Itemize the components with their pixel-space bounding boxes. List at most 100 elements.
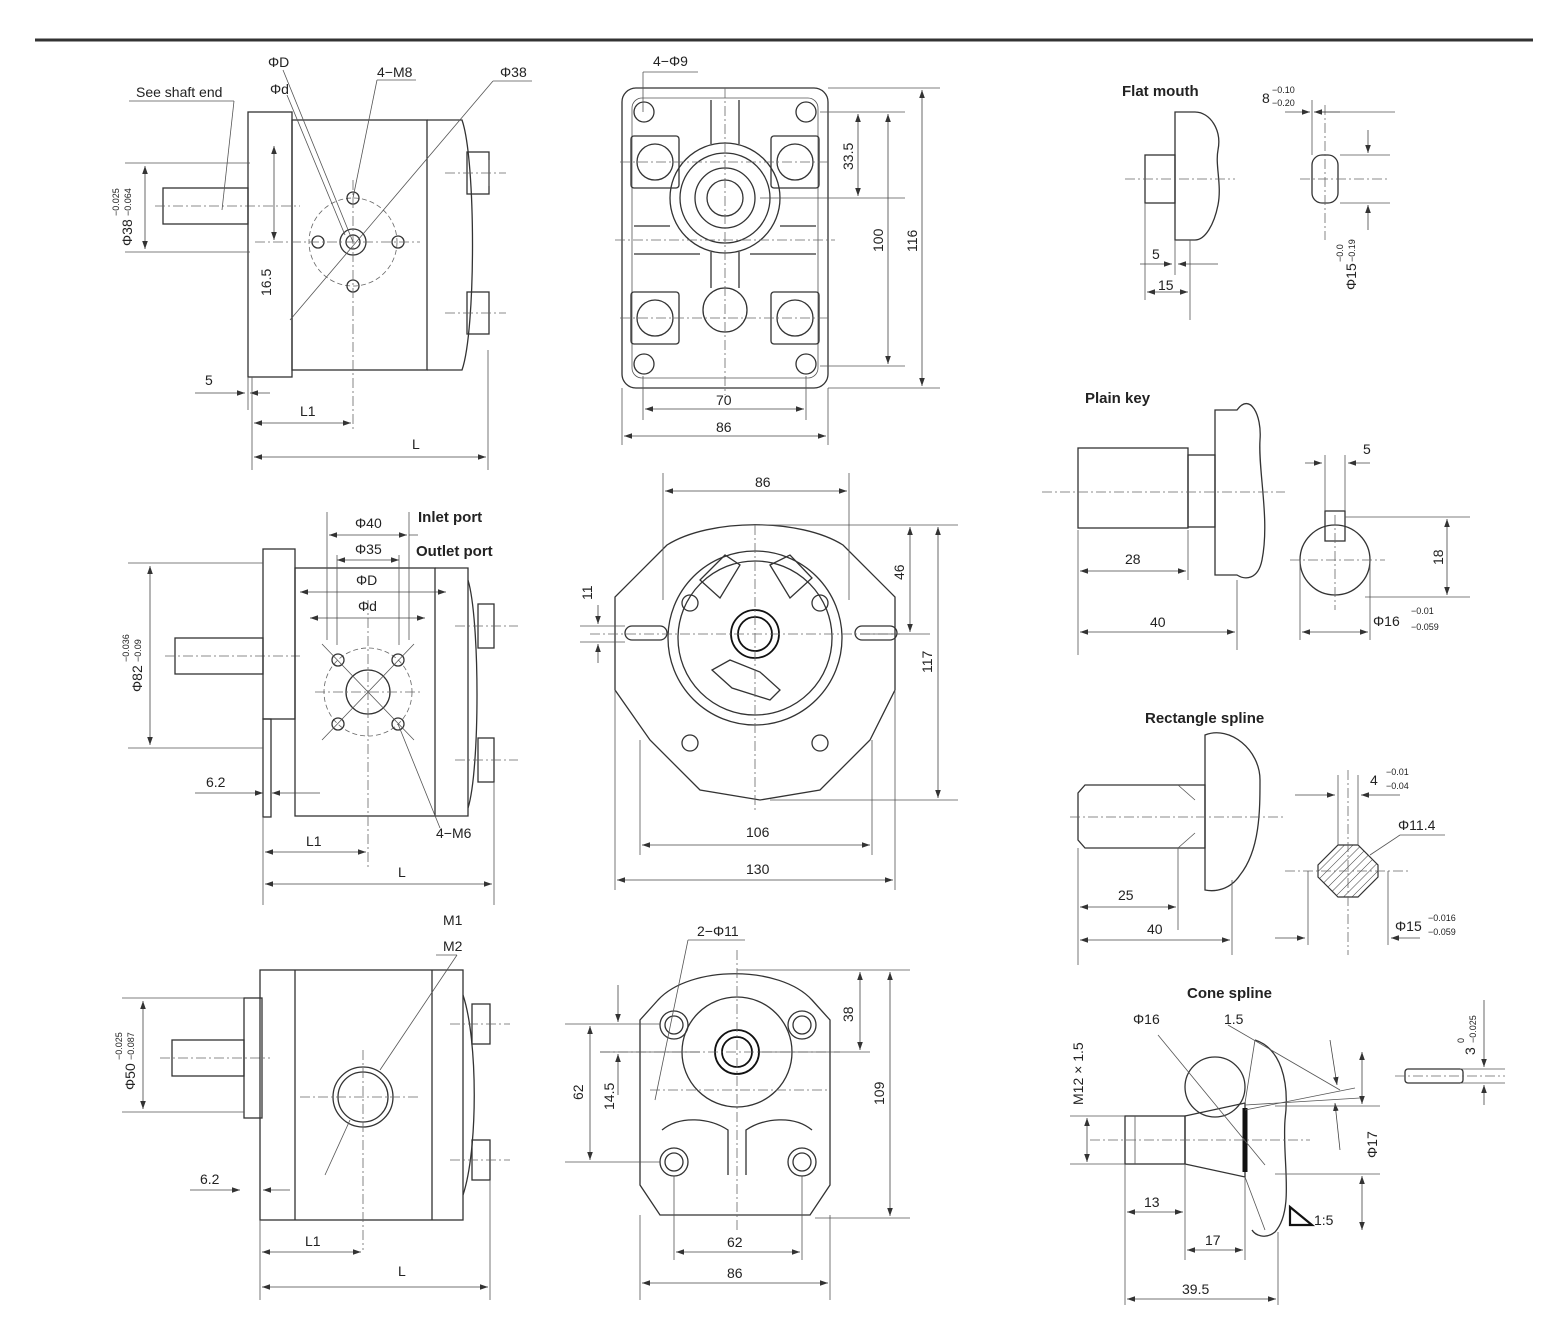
dim-16-5: 16.5 — [258, 269, 274, 296]
dim-8-tol-upper: −0.10 — [1272, 85, 1295, 95]
dim-116: 116 — [904, 229, 920, 252]
label-phi-40: Φ40 — [355, 515, 382, 531]
label-taper-1-5: 1:5 — [1314, 1212, 1334, 1228]
label-m1: M1 — [443, 912, 463, 928]
dim-1-5: 1.5 — [1224, 1011, 1244, 1027]
dim-39-5: 39.5 — [1182, 1281, 1209, 1297]
shaft-flat-mouth: Flat mouth 8 −0.10 −0.20 5 15 Φ15 −0.0 −… — [1122, 83, 1395, 320]
dim-8: 8 — [1262, 90, 1270, 106]
dim-5: 5 — [1363, 441, 1371, 457]
dim-40: 40 — [1150, 614, 1166, 630]
label-outlet-port: Outlet port — [416, 543, 493, 560]
dim-phi-16-tol-lower: −0.059 — [1411, 622, 1439, 632]
dim-L: L — [398, 1263, 406, 1279]
label-4-phi-9: 4−Φ9 — [653, 53, 688, 69]
dim-phi-15-tol-lower: −0.19 — [1347, 239, 1357, 262]
shaft-cone-spline-title: Cone spline — [1187, 985, 1272, 1002]
dim-18: 18 — [1430, 549, 1446, 565]
label-inlet-port: Inlet port — [418, 509, 482, 526]
dim-phi-15-tol-lower: −0.059 — [1428, 927, 1456, 937]
shaft-plain-key-title: Plain key — [1085, 390, 1151, 407]
dim-3-tol-lower: −0.025 — [1468, 1015, 1478, 1043]
dim-6-2: 6.2 — [206, 774, 226, 790]
dim-70: 70 — [716, 392, 732, 408]
dim-4: 4 — [1370, 772, 1378, 788]
dim-13: 13 — [1144, 1194, 1160, 1210]
dim-46: 46 — [891, 564, 907, 580]
dim-86: 86 — [755, 474, 771, 490]
dim-6-2: 6.2 — [200, 1171, 220, 1187]
dim-8-tol-lower: −0.20 — [1272, 98, 1295, 108]
dim-15: 15 — [1158, 277, 1174, 293]
dim-28: 28 — [1125, 551, 1141, 567]
dim-14-5: 14.5 — [601, 1083, 617, 1110]
dim-4-tol-upper: −0.01 — [1386, 767, 1409, 777]
dim-phi-16-tol-upper: −0.01 — [1411, 606, 1434, 616]
label-phi-D: ΦD — [268, 54, 289, 70]
dim-dia-82-tol-upper: −0.036 — [121, 634, 131, 662]
shaft-rectangle-spline: Rectangle spline 4 −0.01 −0.04 Φ11.4 25 … — [1070, 710, 1456, 965]
dim-phi-15: Φ15 — [1343, 263, 1359, 290]
dim-phi-11-4: Φ11.4 — [1398, 817, 1436, 833]
dim-62: 62 — [727, 1234, 743, 1250]
dim-3: 3 — [1462, 1047, 1478, 1055]
dim-25: 25 — [1118, 887, 1134, 903]
label-phi-d: Φd — [270, 81, 289, 97]
dim-L1: L1 — [300, 403, 316, 419]
view-bottom-middle-face: 2−Φ11 38 62 14.5 109 62 86 — [565, 923, 910, 1300]
dim-dia-38-tol-lower: −0.064 — [123, 188, 133, 216]
dim-L: L — [398, 864, 406, 880]
dim-L1: L1 — [305, 1233, 321, 1249]
dim-38: 38 — [840, 1006, 856, 1022]
dim-dia-38: Φ38 — [119, 219, 135, 246]
dim-4-tol-lower: −0.04 — [1386, 781, 1409, 791]
label-4-m8: 4−M8 — [377, 64, 413, 80]
view-top-middle-front: 4−Φ9 33.5 100 116 70 86 — [615, 53, 940, 445]
dim-109: 109 — [871, 1081, 887, 1105]
dim-dia-50: Φ50 — [122, 1063, 138, 1090]
view-middle-center-flange: 86 11 46 117 106 130 — [579, 473, 958, 890]
dim-130: 130 — [746, 861, 770, 877]
label-phi-38: Φ38 — [500, 64, 527, 80]
dim-phi-15: Φ15 — [1395, 918, 1422, 934]
dim-100: 100 — [870, 228, 886, 252]
dim-5: 5 — [205, 372, 213, 388]
dim-86: 86 — [716, 419, 732, 435]
dim-dia-82: Φ82 — [129, 665, 145, 692]
view-middle-left-side: Φ40 Inlet port Φ35 Outlet port ΦD Φd Φ82… — [121, 509, 518, 905]
dim-33-5: 33.5 — [840, 143, 856, 170]
dim-dia-50-tol-upper: −0.025 — [114, 1032, 124, 1060]
dim-17: 17 — [1205, 1232, 1221, 1248]
dim-phi-16: Φ16 — [1373, 613, 1400, 629]
shaft-flat-mouth-title: Flat mouth — [1122, 83, 1199, 100]
shaft-cone-spline: Cone spline Φ16 1.5 M12 × 1.5 3 0 −0.025… — [1070, 985, 1505, 1305]
dim-106: 106 — [746, 824, 770, 840]
dim-62-vertical: 62 — [570, 1084, 586, 1100]
label-phi-d: Φd — [358, 598, 377, 614]
dim-dia-38-tol-upper: −0.025 — [111, 188, 121, 216]
dim-phi-17: Φ17 — [1364, 1131, 1380, 1158]
dim-40: 40 — [1147, 921, 1163, 937]
dim-phi-15-tol-upper: −0.0 — [1335, 244, 1345, 262]
label-4-m6: 4−M6 — [436, 825, 472, 841]
dim-11: 11 — [579, 585, 595, 600]
dim-L1: L1 — [306, 833, 322, 849]
label-phi-D: ΦD — [356, 572, 377, 588]
dim-86: 86 — [727, 1265, 743, 1281]
dim-phi-15-tol-upper: −0.016 — [1428, 913, 1456, 923]
dim-dia-50-tol-lower: −0.087 — [126, 1032, 136, 1060]
dim-L: L — [412, 436, 420, 452]
dim-dia-82-tol-lower: −0.09 — [133, 639, 143, 662]
label-m2: M2 — [443, 938, 463, 954]
dim-phi-16: Φ16 — [1133, 1011, 1160, 1027]
dim-5: 5 — [1152, 246, 1160, 262]
dim-117: 117 — [919, 650, 935, 673]
label-2-phi-11: 2−Φ11 — [697, 923, 739, 939]
shaft-plain-key: Plain key 5 28 40 18 Φ16 −0.01 −0.059 — [1042, 390, 1470, 655]
shaft-rectangle-spline-title: Rectangle spline — [1145, 710, 1264, 727]
label-see-shaft-end: See shaft end — [136, 84, 222, 100]
view-top-left-side: ΦD Φd 4−M8 Φ38 See shaft end Φ38 −0.025 … — [111, 54, 532, 470]
view-bottom-left-side: M1 M2 Φ50 −0.025 −0.087 6.2 L1 L — [114, 912, 510, 1300]
label-phi-35: Φ35 — [355, 541, 382, 557]
